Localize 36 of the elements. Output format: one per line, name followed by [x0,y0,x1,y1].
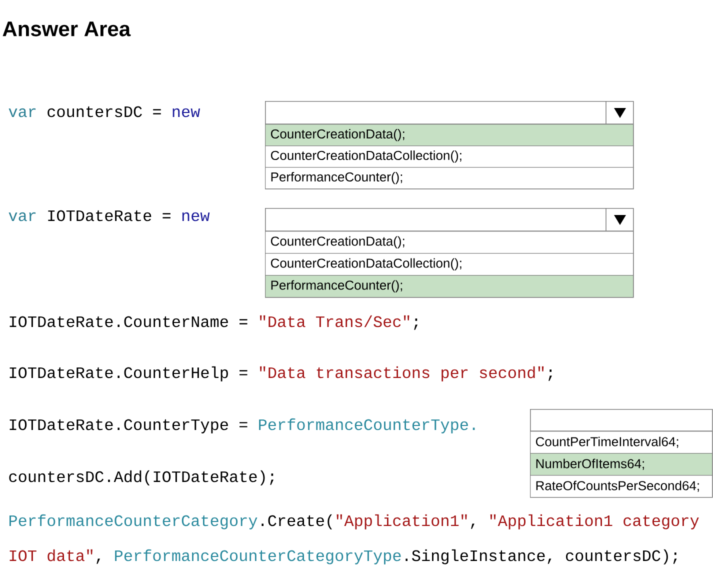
dropdown-option: NumberOfItems64; [530,453,713,476]
code-text: var [8,212,36,222]
dropdown-option: CounterCreationDataCollection(); [265,253,634,276]
dropdown-list [264,208,634,298]
code-text: ; [548,370,552,381]
dropdown-option: PerformanceCounter(); [265,275,634,298]
code-text: "Application1" [336,514,467,530]
dropdown-option: CounterCreationData(); [265,231,634,254]
code-text: , [471,524,474,529]
code-text: "Data transactions per second" [260,366,544,382]
code-text: countersDC.Add(IOTDateRate); [9,470,274,486]
dropdown-option: CountPerTimeInterval64; [530,431,713,454]
dropdown-option: CounterCreationDataCollection(); [265,146,634,168]
code-text: new [182,212,210,222]
code-text: .SingleInstance, countersDC); [406,549,677,564]
dropdown-option: RateOfCountsPerSecond64; [530,475,713,498]
dropdown-list [264,101,634,190]
heading: Answer Area [2,22,131,36]
code-text: PerformanceCounterType. [259,418,475,434]
dropdown-option: PerformanceCounter(); [265,167,634,190]
code-text: , [96,558,100,564]
code-text: IOT data" [10,549,92,562]
code-text: IOTDateRate.CounterName = [10,316,248,328]
code-text: IOTDateRate = [48,210,170,222]
code-text: PerformanceCounterCategoryType [115,549,401,564]
code-text: IOTDateRate.CounterHelp = [10,366,248,382]
code-text: countersDC = [48,106,161,118]
code-text: "Data Trans/Sec" [260,315,410,328]
code-text: var [8,108,36,118]
code-text: PerformanceCounterCategory [9,514,258,530]
code-text: new [172,108,200,118]
code-text: ; [414,318,418,330]
dropdown-option: CounterCreationData(); [265,124,634,146]
code-text: IOTDateRate.CounterType = [10,419,248,434]
code-text: "Application1 category [490,514,699,530]
code-text: .Create( [262,514,332,530]
